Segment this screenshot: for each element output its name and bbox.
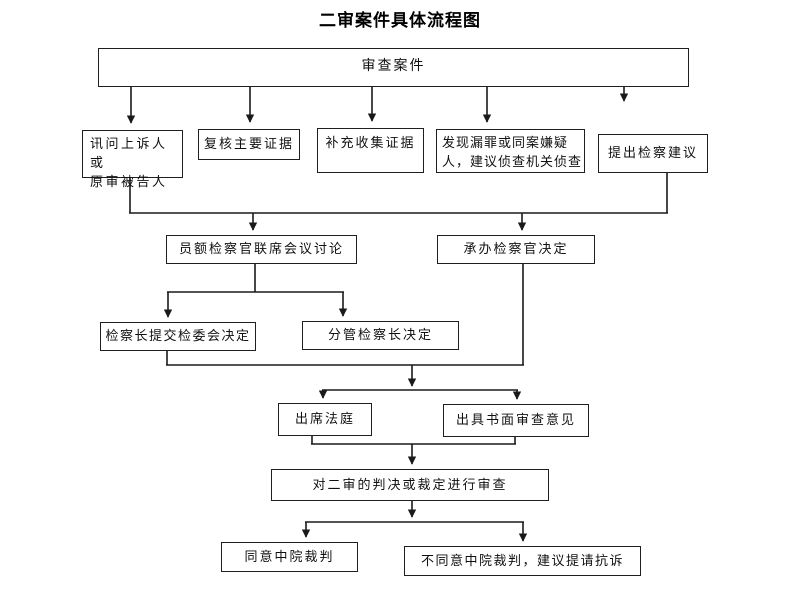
merge-to-review-judgment xyxy=(311,436,516,465)
final-split xyxy=(301,501,528,542)
node-written-opinion: 出具书面审查意见 xyxy=(443,404,589,437)
node-deputy-chief-decide-label: 分管检察长决定 xyxy=(327,327,433,343)
node-agree-ruling-label: 同意中院裁判 xyxy=(244,548,335,564)
node-supplement-evidence-label: 补充收集证据 xyxy=(325,135,416,150)
node-procuratorial-suggestion-label: 提出检察建议 xyxy=(607,145,698,161)
node-joint-meeting: 员额检察官联席会议讨论 xyxy=(166,235,357,264)
node-interrogate-line2: 原审被告人 xyxy=(90,173,168,189)
node-attend-court: 出席法庭 xyxy=(278,403,372,436)
node-review-case-label: 审查案件 xyxy=(361,59,426,75)
diagram-title: 二审案件具体流程图 xyxy=(319,11,481,30)
node-chief-to-committee: 检察长提交检委会决定 xyxy=(100,322,256,351)
node-missed-crime: 发现漏罪或同案嫌疑 人，建议侦查机关侦查 xyxy=(436,129,585,173)
node-agree-ruling: 同意中院裁判 xyxy=(221,542,358,572)
node-verify-evidence: 复核主要证据 xyxy=(198,129,300,160)
node-case-prosecutor-decide-label: 承办检察官决定 xyxy=(463,241,569,257)
node-case-prosecutor-decide: 承办检察官决定 xyxy=(437,235,595,264)
arrows-from-review-case xyxy=(126,87,629,124)
node-verify-evidence-label: 复核主要证据 xyxy=(203,136,294,152)
node-chief-to-committee-label: 检察长提交检委会决定 xyxy=(105,328,251,344)
node-interrogate-line1: 讯问上诉人或 xyxy=(90,136,168,170)
node-review-case: 审查案件 xyxy=(98,48,689,87)
node-disagree-ruling: 不同意中院裁判，建议提请抗诉 xyxy=(404,546,641,576)
node-procuratorial-suggestion: 提出检察建议 xyxy=(598,134,708,173)
node-review-judgment-label: 对二审的判决或裁定进行审查 xyxy=(312,476,508,492)
node-written-opinion-label: 出具书面审查意见 xyxy=(455,412,576,428)
node-deputy-chief-decide: 分管检察长决定 xyxy=(302,321,459,350)
node-attend-court-label: 出席法庭 xyxy=(294,411,355,427)
node-missed-crime-line2: 人，建议侦查机关侦查 xyxy=(442,153,583,169)
node-missed-crime-line1: 发现漏罪或同案嫌疑 xyxy=(442,135,569,150)
node-joint-meeting-label: 员额检察官联席会议讨论 xyxy=(178,241,344,257)
merge-to-court-row xyxy=(166,351,524,400)
node-supplement-evidence: 补充收集证据 xyxy=(317,128,424,173)
joint-meeting-split xyxy=(163,264,348,318)
node-review-judgment: 对二审的判决或裁定进行审查 xyxy=(271,469,549,501)
bus-to-prosecutor-row xyxy=(129,173,668,231)
node-disagree-ruling-label: 不同意中院裁判，建议提请抗诉 xyxy=(420,552,624,568)
node-interrogate-appellant: 讯问上诉人或 原审被告人 xyxy=(82,130,183,189)
